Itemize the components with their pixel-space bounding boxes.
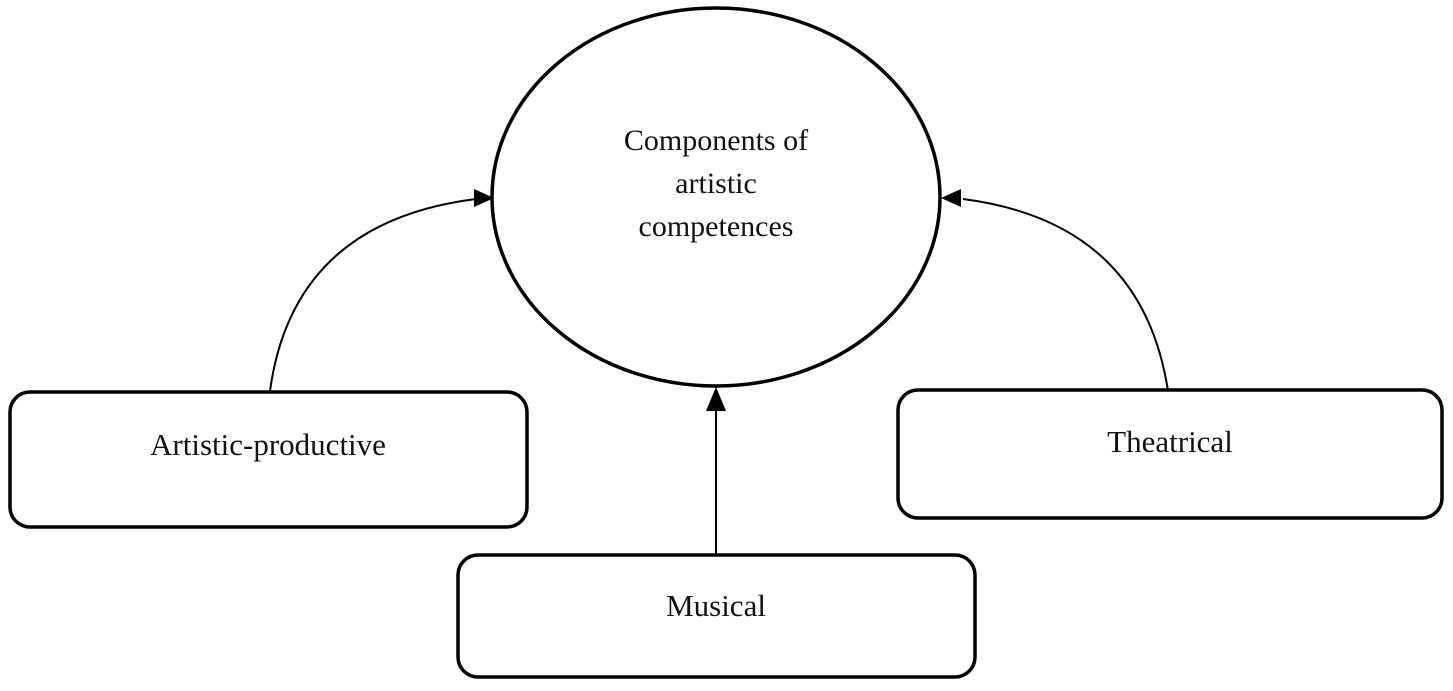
node-artistic-productive-label: Artistic-productive xyxy=(150,427,386,462)
center-node-label-line2: artistic xyxy=(675,167,757,200)
arrow-theatrical-to-center xyxy=(962,198,1169,392)
node-artistic-productive-box xyxy=(8,390,529,529)
node-musical-label: Musical xyxy=(666,588,766,623)
arrowhead-musical-icon xyxy=(706,387,726,411)
node-theatrical-box xyxy=(896,388,1444,520)
center-node-ellipse xyxy=(490,6,942,388)
center-node-label-line1: Components of xyxy=(624,124,808,157)
arrow-artistic-productive-to-center xyxy=(269,198,477,392)
arrowhead-artistic-productive-icon xyxy=(474,189,494,207)
node-theatrical-label: Theatrical xyxy=(1107,424,1233,459)
center-node-label-line3: competences xyxy=(639,210,794,243)
arrowhead-theatrical-icon xyxy=(941,189,961,207)
